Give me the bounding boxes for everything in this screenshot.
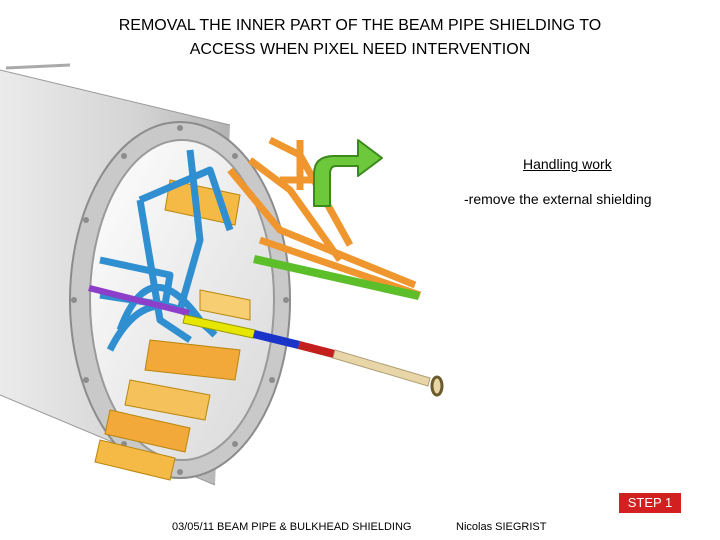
footer-date-subject: 03/05/11 BEAM PIPE & BULKHEAD SHIELDING [172,521,412,533]
slide-title: REMOVAL THE INNER PART OF THE BEAM PIPE … [60,14,660,62]
purple-rail [88,285,190,316]
step-badge: STEP 1 [619,493,681,513]
notes-item: -remove the external shielding [464,191,652,207]
orange-handling-tool [227,136,422,299]
title-line-1: REMOVAL THE INNER PART OF THE BEAM PIPE … [118,17,602,34]
curved-arrow-right-icon [313,139,383,207]
green-rail [253,255,420,300]
beam-pipe [182,314,444,397]
cad-illustration [0,63,444,486]
title-line-2: ACCESS WHEN PIXEL NEED INTERVENTION [189,41,531,58]
footer-author: Nicolas SIEGRIST [456,521,547,533]
notes-heading: Handling work [523,156,612,172]
